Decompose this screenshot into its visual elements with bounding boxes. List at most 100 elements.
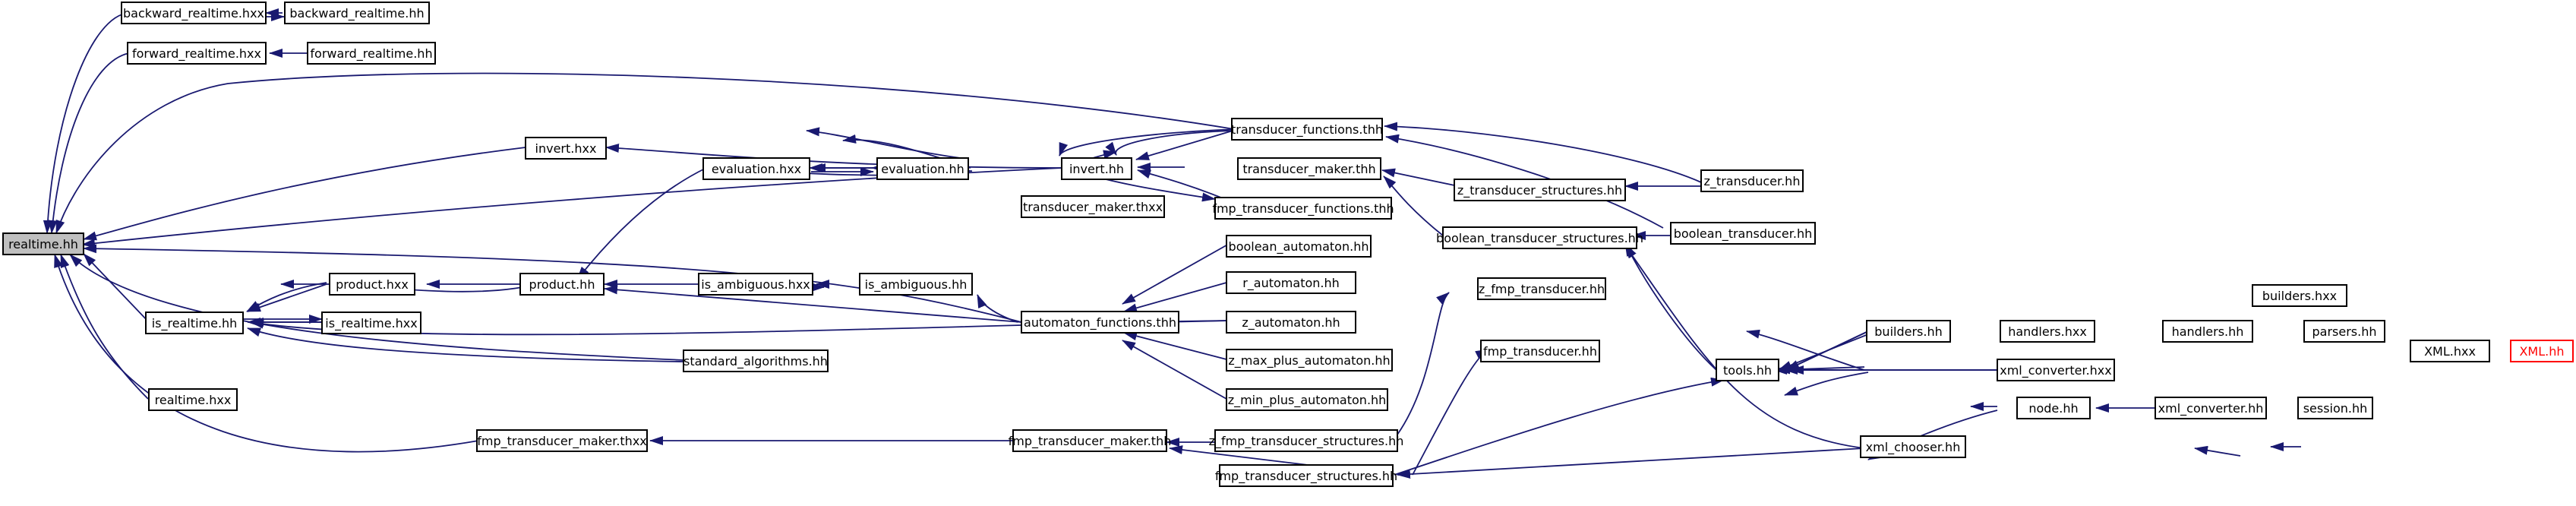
node-box bbox=[1226, 349, 1393, 372]
edge bbox=[604, 285, 1022, 323]
node-box bbox=[683, 349, 829, 372]
edge bbox=[1059, 128, 1239, 157]
edge bbox=[1394, 377, 1725, 476]
node-transducer-maker-thh[interactable]: transducer_maker.thh bbox=[1237, 157, 1381, 180]
node-box bbox=[1219, 464, 1394, 487]
node-fmp-transducer-maker-thh[interactable]: fmp_transducer_maker.thh bbox=[1009, 429, 1172, 452]
node-backward-rt-hh[interactable]: backward_realtime.hh bbox=[284, 2, 430, 24]
node-forward-rt-hxx[interactable]: forward_realtime.hxx bbox=[127, 42, 267, 65]
node-realtime-hxx[interactable]: realtime.hxx bbox=[148, 388, 238, 411]
node-box bbox=[329, 273, 415, 296]
edge bbox=[1624, 242, 1717, 371]
node-label: product.hxx bbox=[336, 277, 409, 292]
node-fmp-transducer-functions-thh[interactable]: fmp_transducer_functions.thh bbox=[1212, 197, 1394, 220]
edge bbox=[43, 12, 130, 234]
node-label: product.hh bbox=[529, 277, 595, 292]
node-label: invert.hxx bbox=[535, 141, 597, 156]
node-tools-hh[interactable]: tools.hh bbox=[1716, 359, 1779, 381]
node-handlers-hxx[interactable]: handlers.hxx bbox=[2000, 320, 2095, 343]
node-is-ambiguous-hxx[interactable]: is_ambiguous.hxx bbox=[698, 273, 813, 296]
node-forward-rt-hh[interactable]: forward_realtime.hh bbox=[307, 42, 436, 65]
node-backward-rt-hxx[interactable]: backward_realtime.hxx bbox=[121, 2, 267, 24]
node-handlers-hh[interactable]: handlers.hh bbox=[2162, 320, 2253, 343]
node-label: automaton_functions.thh bbox=[1024, 315, 1176, 330]
node-evaluation-hxx[interactable]: evaluation.hxx bbox=[702, 157, 810, 180]
edge bbox=[69, 254, 684, 361]
node-xml-hh[interactable]: XML.hh bbox=[2510, 340, 2574, 362]
node-label: handlers.hh bbox=[2172, 324, 2244, 339]
node-box bbox=[1021, 311, 1179, 334]
node-r-automaton-hh[interactable]: r_automaton.hh bbox=[1226, 271, 1356, 294]
node-is-ambiguous-hh[interactable]: is_ambiguous.hh bbox=[859, 273, 973, 296]
node-z-transducer-structures-hh[interactable]: z_transducer_structures.hh bbox=[1454, 179, 1626, 201]
node-z-fmp-transducer-hh[interactable]: z_fmp_transducer.hh bbox=[1477, 277, 1606, 300]
edge bbox=[1383, 176, 1444, 236]
node-boolean-transducer-structures-hh[interactable]: boolean_transducer_structures.hh bbox=[1436, 226, 1643, 249]
node-label: r_automaton.hh bbox=[1242, 276, 1340, 291]
edge bbox=[2194, 445, 2241, 457]
node-product-hxx[interactable]: product.hxx bbox=[329, 273, 415, 296]
node-z-min-plus-automaton-hh[interactable]: z_min_plus_automaton.hh bbox=[1226, 388, 1388, 411]
node-builders-hxx[interactable]: builders.hxx bbox=[2252, 284, 2347, 307]
node-automaton-functions-thh[interactable]: automaton_functions.thh bbox=[1021, 311, 1179, 334]
node-box bbox=[1021, 195, 1165, 218]
node-session-hh[interactable]: session.hh bbox=[2297, 397, 2373, 419]
node-z-automaton-hh[interactable]: z_automaton.hh bbox=[1226, 311, 1356, 334]
node-label: fmp_transducer_maker.thh bbox=[1009, 434, 1172, 449]
edge bbox=[246, 282, 327, 312]
edge bbox=[1397, 447, 1865, 479]
node-evaluation-hh[interactable]: evaluation.hh bbox=[876, 157, 969, 180]
node-transducer-maker-thxx[interactable]: transducer_maker.thxx bbox=[1021, 195, 1165, 218]
node-label: fmp_transducer_functions.thh bbox=[1212, 201, 1394, 217]
node-boolean-automaton-hh[interactable]: boolean_automaton.hh bbox=[1226, 235, 1372, 258]
node-box bbox=[2, 232, 84, 255]
node-product-hh[interactable]: product.hh bbox=[519, 273, 605, 296]
node-xml-converter-hxx[interactable]: xml_converter.hxx bbox=[1997, 359, 2115, 381]
node-z-transducer-hh[interactable]: z_transducer.hh bbox=[1700, 169, 1804, 192]
edge bbox=[806, 127, 967, 160]
node-z-max-plus-automaton-hh[interactable]: z_max_plus_automaton.hh bbox=[1226, 349, 1393, 372]
node-builders-hh[interactable]: builders.hh bbox=[1866, 320, 1951, 343]
node-fmp-transducer-hh[interactable]: fmp_transducer.hh bbox=[1480, 340, 1600, 362]
node-is-realtime-hxx[interactable]: is_realtime.hxx bbox=[321, 312, 421, 334]
edge bbox=[1384, 122, 1702, 183]
node-invert-hh[interactable]: invert.hh bbox=[1061, 157, 1132, 180]
node-xml-hxx[interactable]: XML.hxx bbox=[2410, 340, 2490, 362]
node-label: z_min_plus_automaton.hh bbox=[1228, 393, 1387, 408]
node-transducer-functions-thh[interactable]: transducer_functions.thh bbox=[1231, 118, 1383, 141]
node-label: XML.hxx bbox=[2424, 344, 2476, 359]
node-box bbox=[519, 273, 605, 296]
edge bbox=[1385, 134, 1664, 229]
node-realtime-hh[interactable]: realtime.hh bbox=[2, 232, 84, 255]
node-label: forward_realtime.hh bbox=[310, 46, 432, 62]
edge bbox=[1122, 242, 1231, 305]
node-box bbox=[698, 273, 813, 296]
node-z-fmp-transducer-structures-hh[interactable]: z_fmp_transducer_structures.hh bbox=[1209, 429, 1404, 452]
node-xml-converter-hh[interactable]: xml_converter.hh bbox=[2155, 397, 2267, 419]
node-label: xml_chooser.hh bbox=[1866, 440, 1961, 455]
node-box bbox=[2297, 397, 2373, 419]
edge bbox=[1746, 329, 1865, 371]
node-label: backward_realtime.hh bbox=[289, 6, 424, 21]
node-is-realtime-hh[interactable]: is_realtime.hh bbox=[145, 312, 244, 334]
node-fmp-transducer-structures-hh[interactable]: fmp_transducer_structures.hh bbox=[1215, 464, 1397, 487]
node-label: realtime.hh bbox=[8, 237, 78, 251]
node-fmp-transducer-maker-thxx[interactable]: fmp_transducer_maker.thxx bbox=[476, 429, 648, 452]
node-box bbox=[1061, 157, 1132, 180]
node-label: transducer_maker.thh bbox=[1242, 162, 1375, 177]
node-invert-hxx[interactable]: invert.hxx bbox=[525, 137, 607, 160]
node-label: is_ambiguous.hh bbox=[865, 277, 968, 293]
edges-layer bbox=[43, 8, 2301, 479]
node-xml-chooser-hh[interactable]: xml_chooser.hh bbox=[1860, 435, 1966, 458]
node-label: xml_converter.hxx bbox=[2000, 363, 2112, 378]
node-label: boolean_transducer.hh bbox=[1674, 226, 1813, 242]
node-box bbox=[1480, 340, 1600, 362]
node-box bbox=[1716, 359, 1779, 381]
node-boolean-transducer-hh[interactable]: boolean_transducer.hh bbox=[1670, 222, 1816, 245]
node-label: tools.hh bbox=[1723, 363, 1772, 378]
node-label: is_realtime.hh bbox=[152, 316, 238, 331]
node-label: z_fmp_transducer_structures.hh bbox=[1209, 434, 1404, 449]
node-standard-algorithms-hh[interactable]: standard_algorithms.hh bbox=[683, 349, 829, 372]
node-parsers-hh[interactable]: parsers.hh bbox=[2303, 320, 2385, 343]
node-node-hh[interactable]: node.hh bbox=[2016, 397, 2091, 419]
